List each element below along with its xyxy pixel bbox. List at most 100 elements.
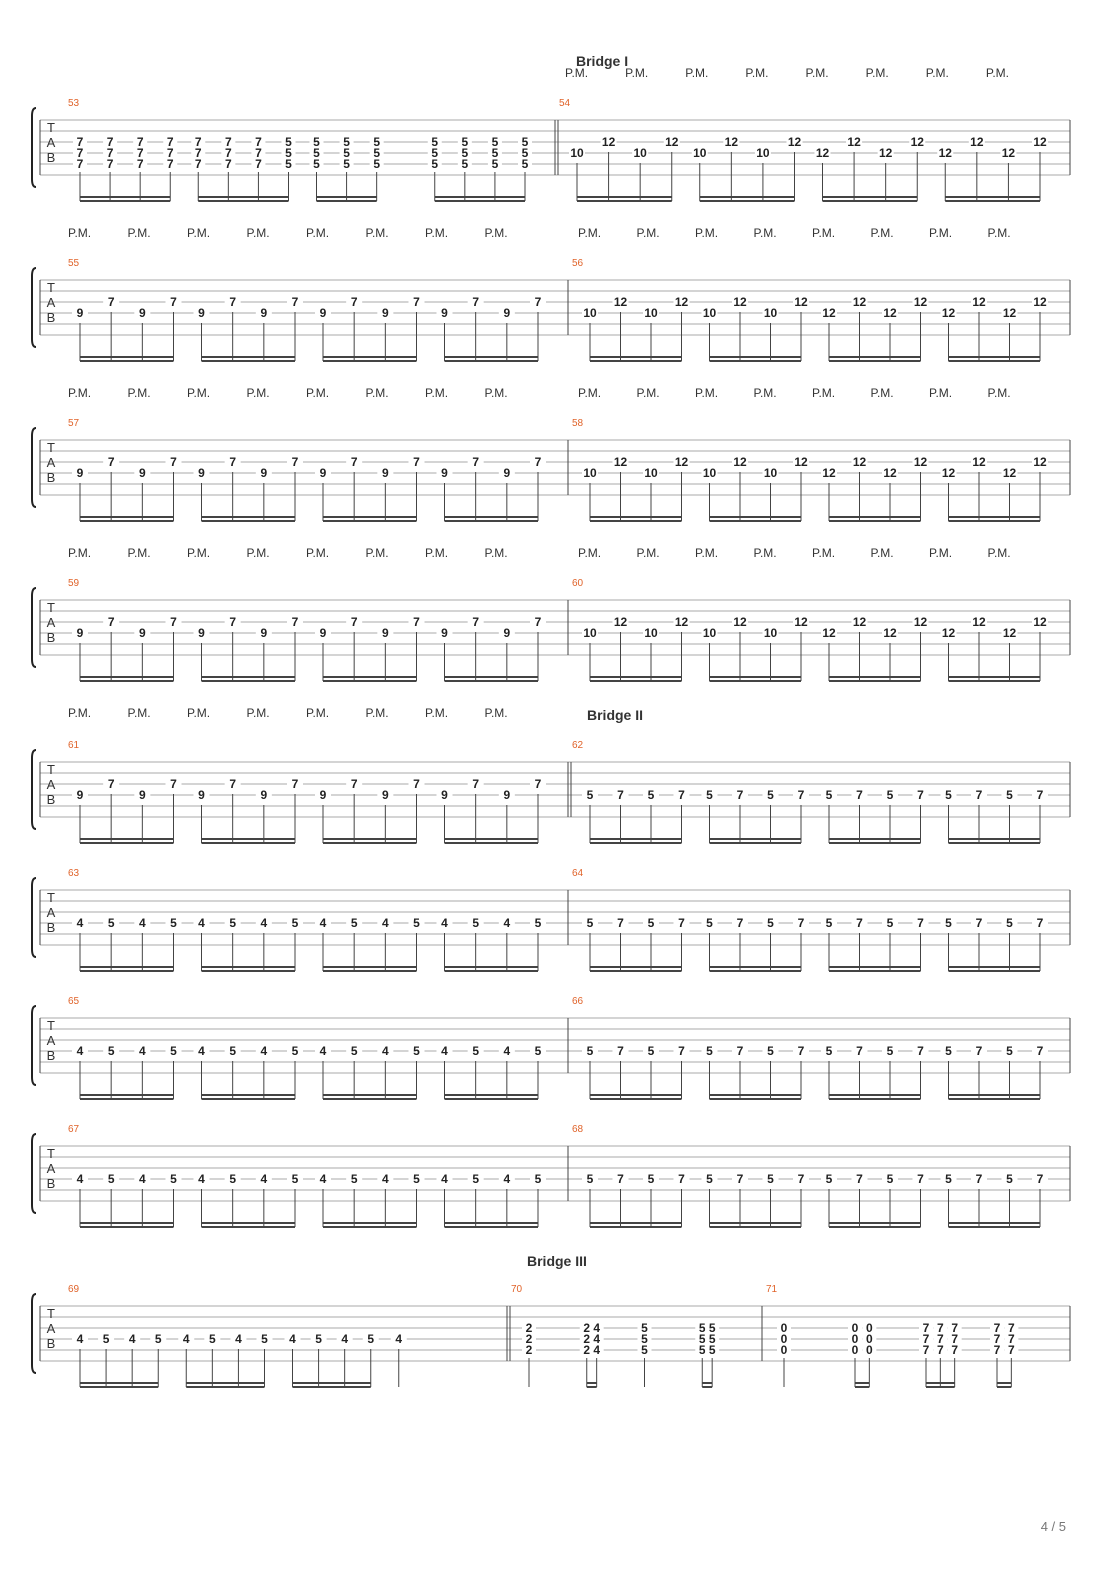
fret-bg	[362, 1334, 379, 1345]
fret-bg	[882, 1046, 898, 1057]
fret-number: 5	[367, 1332, 374, 1346]
fret-bg	[1032, 918, 1048, 929]
fret-bg	[73, 159, 87, 170]
fret-number: 7	[77, 157, 84, 171]
tab-clef-letter: A	[47, 135, 56, 150]
fret-number: 4	[260, 916, 267, 930]
tab-clef-letter: A	[47, 777, 56, 792]
fret-number: 5	[229, 1044, 236, 1058]
fret-bg	[695, 1323, 710, 1334]
fret-number: 5	[535, 1044, 542, 1058]
fret-bg	[287, 779, 303, 790]
palm-mute-label: P.M.	[866, 66, 889, 80]
fret-bg	[990, 1345, 1004, 1356]
fret-number: 12	[883, 626, 897, 640]
fret-number: 4	[289, 1332, 296, 1346]
fret-bg	[695, 1334, 710, 1345]
fret-bg	[346, 617, 363, 628]
fret-number: 5	[648, 916, 655, 930]
fret-bg	[467, 918, 484, 929]
fret-bg	[408, 297, 425, 308]
fret-bg	[530, 1174, 546, 1185]
fret-number: 7	[225, 146, 232, 160]
fret-bg	[589, 1345, 604, 1356]
fret-number: 5	[887, 1172, 894, 1186]
fret-bg	[882, 308, 898, 319]
fret-number: 5	[413, 916, 420, 930]
fret-number: 7	[678, 1172, 685, 1186]
fret-bg	[1032, 790, 1048, 801]
fret-number: 10	[756, 146, 770, 160]
fret-number: 7	[472, 615, 479, 629]
fret-bg	[436, 918, 453, 929]
fret-number: 7	[195, 135, 202, 149]
fret-bg	[498, 308, 515, 319]
palm-mute-label: P.M.	[247, 226, 270, 240]
fret-number: 9	[77, 788, 84, 802]
fret-number: 5	[313, 146, 320, 160]
palm-mute-label: P.M.	[812, 546, 835, 560]
fret-number: 12	[822, 466, 836, 480]
fret-bg	[165, 457, 182, 468]
fret-bg	[498, 790, 515, 801]
fret-number: 7	[108, 777, 115, 791]
fret-bg	[882, 468, 898, 479]
fret-number: 7	[1037, 916, 1044, 930]
fret-number: 12	[675, 615, 689, 629]
fret-number: 7	[292, 455, 299, 469]
fret-bg	[851, 1046, 868, 1057]
fret-number: 5	[170, 1172, 177, 1186]
fret-bg	[1032, 297, 1048, 308]
section-label: Bridge III	[527, 1253, 587, 1269]
fret-bg	[134, 1046, 151, 1057]
fret-bg	[530, 1046, 546, 1057]
palm-mute-label: P.M.	[366, 386, 389, 400]
fret-number: 4	[341, 1332, 348, 1346]
fret-number: 7	[976, 1172, 983, 1186]
fret-bg	[133, 148, 148, 159]
fret-bg	[408, 1174, 425, 1185]
tab-clef-letter: T	[47, 120, 55, 135]
tab-clef-letter: T	[47, 1146, 55, 1161]
system-bracket	[31, 1293, 37, 1374]
fret-bg	[287, 918, 303, 929]
fret-number: 12	[794, 295, 808, 309]
fret-bg	[251, 137, 266, 148]
fret-bg	[224, 617, 241, 628]
fret-bg	[134, 790, 151, 801]
fret-number: 4	[320, 916, 327, 930]
fret-number: 4	[382, 916, 389, 930]
fret-bg	[134, 1174, 151, 1185]
fret-bg	[163, 159, 178, 170]
palm-mute-label: P.M.	[306, 226, 329, 240]
fret-number: 5	[826, 1172, 833, 1186]
palm-mute-label: P.M.	[485, 386, 508, 400]
fret-bg	[193, 790, 210, 801]
fret-bg	[882, 628, 898, 639]
fret-bg	[103, 1174, 120, 1185]
fret-bg	[705, 1334, 720, 1345]
tab-clef-letter: B	[47, 470, 56, 485]
fret-number: 4	[320, 1172, 327, 1186]
fret-bg	[103, 918, 120, 929]
palm-mute-label: P.M.	[745, 66, 768, 80]
fret-bg	[530, 457, 546, 468]
palm-mute-label: P.M.	[187, 226, 210, 240]
palm-mute-label: P.M.	[306, 386, 329, 400]
fret-number: 7	[292, 295, 299, 309]
fret-number: 5	[587, 1044, 594, 1058]
fret-bg	[315, 790, 331, 801]
fret-number: 4	[235, 1332, 242, 1346]
fret-bg	[848, 1323, 862, 1334]
fret-bg	[848, 1345, 862, 1356]
fret-bg	[1001, 1174, 1018, 1185]
fret-bg	[73, 137, 87, 148]
fret-number: 12	[1003, 306, 1017, 320]
fret-bg	[643, 1046, 659, 1057]
fret-bg	[287, 297, 303, 308]
fret-bg	[103, 779, 120, 790]
fret-number: 7	[351, 455, 358, 469]
fret-number: 9	[260, 788, 267, 802]
fret-bg	[848, 1334, 862, 1345]
fret-bg	[579, 1323, 594, 1334]
